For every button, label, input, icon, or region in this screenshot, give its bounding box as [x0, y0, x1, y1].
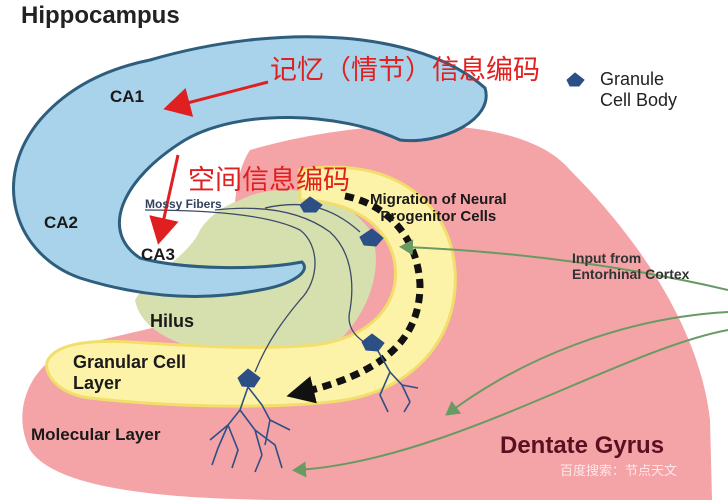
dentate-gyrus-label: Dentate Gyrus	[500, 432, 665, 459]
input-fiber-2	[445, 311, 728, 416]
migration-label-line-1: Migration of Neural	[370, 191, 507, 208]
dendrite-tree-right	[377, 350, 419, 413]
molecular-layer-label: Molecular Layer	[31, 425, 161, 444]
ca1-label: CA1	[110, 87, 145, 106]
annotation-arrow-ca3	[149, 154, 180, 245]
dendrite-trees	[209, 350, 419, 473]
input-fiber-1	[399, 239, 728, 291]
annotation-arrow-ca1	[163, 80, 269, 117]
entorhinal-input-label: Input from Entorhinal Cortex	[572, 250, 689, 282]
granule-label-line-2: Cell Body	[600, 89, 678, 110]
watermark-text: 百度搜索：节点天文	[560, 463, 678, 478]
granule-cell-body-label: Granule Cell Body	[600, 69, 677, 110]
dendrite-tree-bottom	[209, 386, 291, 473]
neuron-2	[359, 228, 384, 247]
neuron-1	[299, 196, 323, 213]
entorhinal-input-fibers	[292, 239, 728, 478]
granule-neurons	[237, 72, 585, 388]
spatial-info-annotation: 空间信息编码	[188, 165, 350, 196]
neuron-3	[361, 333, 385, 352]
mossy-fiber-2	[214, 207, 371, 347]
granular-layer-line-1: Granular Cell	[73, 352, 187, 372]
entorhinal-input-line-1: Input from	[572, 250, 642, 266]
granule-label-line-1: Granule	[600, 69, 665, 89]
granular-cell-layer-band	[45, 165, 457, 408]
diagram-title: Hippocampus	[21, 2, 180, 29]
granular-cell-layer-label: Granular Cell Layer	[73, 352, 186, 393]
ca3-label: CA3	[141, 245, 176, 264]
hilus-label: Hilus	[150, 311, 195, 331]
neuron-5	[566, 72, 585, 87]
episodic-memory-annotation: 记忆（情节）信息编码	[270, 55, 540, 86]
migration-dashed-arrow	[286, 192, 424, 404]
migration-label-line-2: Progenitor Cells	[380, 208, 497, 226]
ca2-label: CA2	[44, 213, 79, 232]
mossy-fibers-label: Mossy Fibers	[145, 197, 222, 211]
mossy-fiber-1	[144, 209, 316, 373]
entorhinal-input-line-2: Entorhinal Cortex	[572, 266, 690, 283]
neuron-4	[237, 368, 261, 388]
granular-layer-line-2: Layer	[73, 372, 122, 393]
migration-label: Migration of Neural Progenitor Cells	[370, 191, 507, 226]
input-fiber-3	[292, 329, 728, 478]
ca-region-band	[12, 35, 488, 298]
